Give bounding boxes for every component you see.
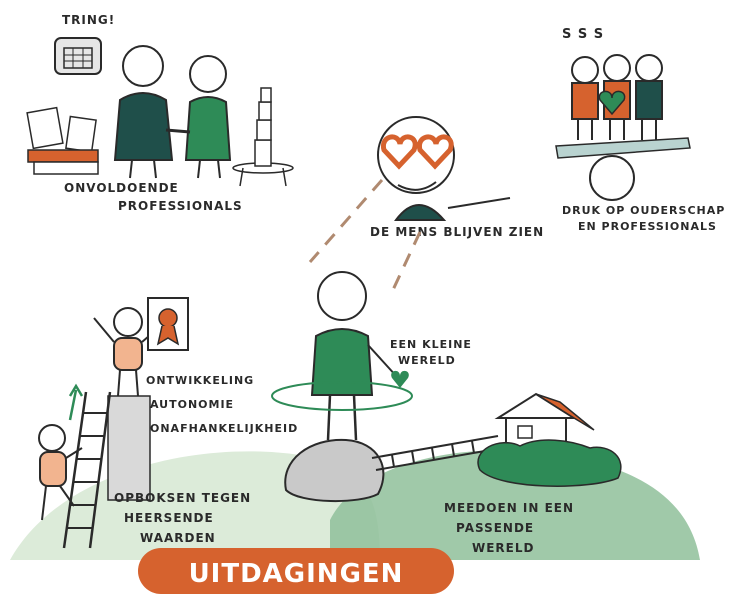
hedge xyxy=(477,439,622,487)
small-world-line2: WERELD xyxy=(398,354,456,367)
central-person-on-rock xyxy=(271,271,413,503)
stress-marks: S S S xyxy=(562,27,604,42)
insufficient-professionals-line1: ONVOLDOENDE xyxy=(64,181,179,195)
pillar xyxy=(107,395,151,501)
award-certificate-icon xyxy=(147,297,189,351)
up-arrow-icon xyxy=(68,383,84,421)
participate-world-line2: PASSENDE xyxy=(456,521,534,535)
person-professional-dark xyxy=(113,45,174,179)
box-against-values-line2: HEERSENDE xyxy=(124,511,214,525)
dashed-connector-right xyxy=(390,231,422,293)
box-against-values-line1: OPBOKSEN TEGEN xyxy=(114,491,251,505)
participate-world-line1: MEEDOEN IN EEN xyxy=(444,501,574,515)
banner-title: UITDAGINGEN xyxy=(189,559,404,589)
box-against-values-line3: WAARDEN xyxy=(140,531,216,545)
dashed-connector-left xyxy=(308,179,384,263)
tring-label: TRING! xyxy=(62,13,115,27)
development-line3: ONAFHANKELIJKHEID xyxy=(150,422,298,435)
pressure-parenting-line2: EN PROFESSIONALS xyxy=(578,220,717,233)
challenges-banner: UITDAGINGEN xyxy=(138,548,454,594)
pressure-parenting-line1: DRUK OP OUDERSCHAP xyxy=(562,204,725,217)
stacked-cups-icon xyxy=(232,87,294,187)
development-line1: ONTWIKKELING xyxy=(146,374,254,387)
paper-pile-icon xyxy=(26,106,99,175)
insufficient-professionals-line2: PROFESSIONALS xyxy=(118,199,243,213)
person-on-pillar xyxy=(93,307,157,397)
handshake xyxy=(165,128,191,134)
small-world-line1: EEN KLEINE xyxy=(390,338,472,351)
pressure-seesaw: S S S xyxy=(555,27,691,201)
person-climbing-ladder xyxy=(38,424,83,521)
person-professional-green xyxy=(184,55,232,179)
person-heart-glasses xyxy=(377,116,511,221)
keep-seeing-person-label: DE MENS BLIJVEN ZIEN xyxy=(370,225,544,239)
participate-world-line3: WERELD xyxy=(472,541,534,555)
bridge-ladder xyxy=(371,435,503,471)
phone-icon xyxy=(54,37,102,75)
development-line2: AUTONOMIE xyxy=(150,398,234,411)
